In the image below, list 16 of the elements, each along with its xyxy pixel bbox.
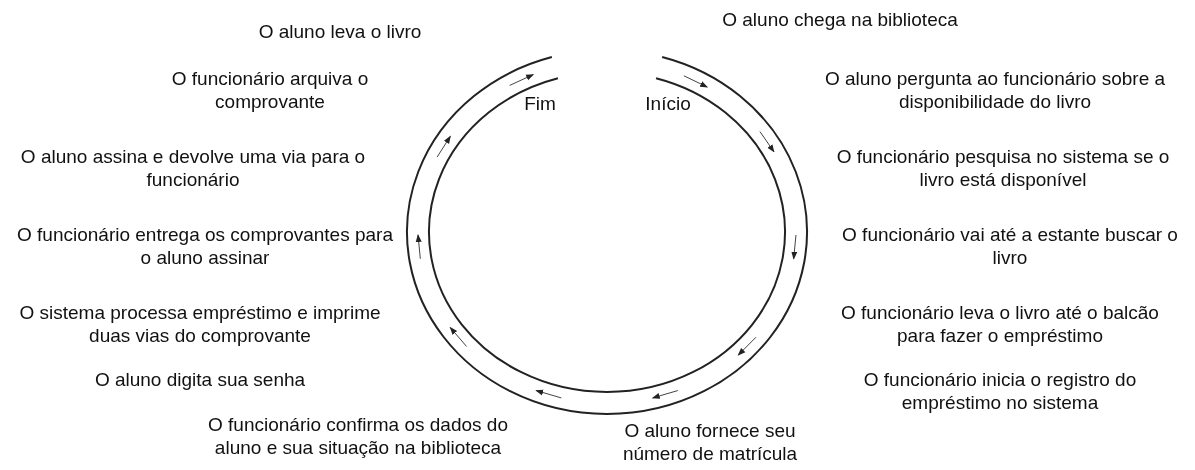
step-label: O funcionário inicia o registro do empréstimo no sistema: [862, 368, 1138, 414]
step-label: O funcionário leva o livro até o balcão para fazer o empréstimo: [840, 301, 1160, 347]
step-label: O aluno leva o livro: [257, 20, 423, 43]
step-label: O funcionário entrega os comprovantes para o aluno assinar: [16, 223, 394, 269]
step-label: O aluno assina e devolve uma via para o funcionário: [19, 145, 367, 191]
step-label: O aluno fornece seu número de matrícula: [621, 419, 799, 465]
step-label: O funcionário confirma os dados do aluno e sua situação na biblioteca: [207, 413, 509, 459]
step-label: O aluno digita sua senha: [93, 368, 307, 391]
step-label: O funcionário vai até a estante buscar o livro: [841, 223, 1179, 269]
step-label: O aluno chega na biblioteca: [721, 8, 959, 31]
step-label: O funcionário pesquisa no sistema se o livro está disponível: [835, 145, 1171, 191]
step-label: O funcionário arquiva o comprovante: [170, 67, 370, 113]
step-label: Fim: [523, 92, 557, 115]
step-label: O aluno pergunta ao funcionário sobre a disponibilidade do livro: [823, 67, 1167, 113]
step-label: O sistema processa empréstimo e imprime duas vias do comprovante: [18, 301, 382, 347]
step-label: Início: [644, 92, 692, 115]
